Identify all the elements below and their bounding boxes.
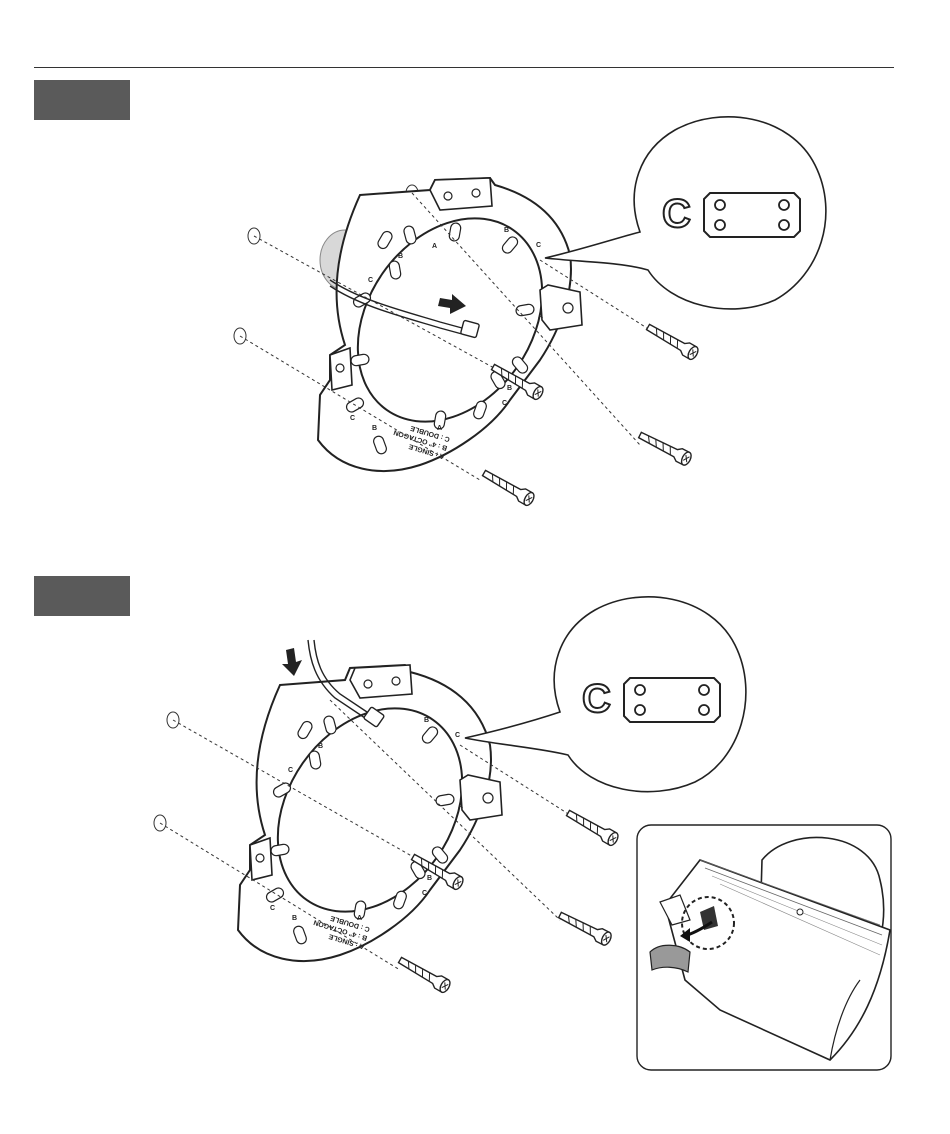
- hole-letter-b: B: [427, 875, 432, 882]
- callout-plate: [704, 193, 800, 237]
- hole-letter-c: C: [350, 415, 355, 422]
- hole-letter-b: B: [424, 717, 429, 724]
- screw: [637, 429, 693, 467]
- hole-letter-c: C: [368, 277, 373, 284]
- hole-letter-c: C: [270, 905, 275, 912]
- plate-bracket: [460, 775, 502, 820]
- hole-letter-c: C: [536, 242, 541, 249]
- step-2-illustration: B C C B A B C A B C A : SINGLE B : 4" OC…: [154, 597, 891, 1070]
- hole-letter-a: A: [458, 803, 463, 810]
- hole-letter-b: B: [398, 253, 403, 260]
- hole-letter-b: B: [507, 385, 512, 392]
- callout-letter: C: [662, 192, 691, 236]
- hole-letter-a: A: [538, 313, 543, 320]
- callout-letter: C: [582, 677, 611, 721]
- plate-bracket: [350, 665, 412, 698]
- hole-letter-b: B: [504, 227, 509, 234]
- hole-letter-b: B: [372, 425, 377, 432]
- hole-letter-a: A: [437, 425, 442, 432]
- hole-letter-a: A: [357, 915, 362, 922]
- hole-letter-b: B: [292, 915, 297, 922]
- hole-letter-c: C: [288, 767, 293, 774]
- plate-bracket: [430, 178, 492, 210]
- screw: [565, 807, 620, 847]
- callout-plate: [624, 678, 720, 722]
- hole-letter-c: C: [422, 890, 427, 897]
- screw: [645, 321, 700, 361]
- hole-letter-c: C: [502, 400, 507, 407]
- hole-letter-b: B: [318, 743, 323, 750]
- plate-bracket: [540, 285, 582, 330]
- arrow-down-icon: [282, 648, 302, 676]
- screw: [557, 909, 613, 947]
- hole-letter-c: C: [455, 732, 460, 739]
- hole-letter-a: A: [432, 243, 437, 250]
- step-1-illustration: A B C C B A B C A B C A : SINGLE B : 4" …: [234, 117, 826, 507]
- screw: [481, 467, 536, 507]
- screw: [397, 954, 452, 994]
